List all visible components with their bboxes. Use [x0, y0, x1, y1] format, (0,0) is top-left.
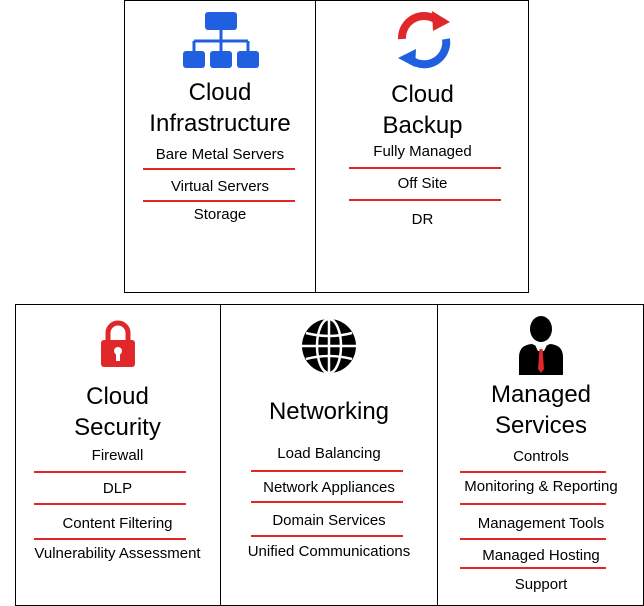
title-line: Cloud	[188, 79, 252, 106]
title-line: Networking	[268, 398, 390, 425]
list-item: DR	[411, 211, 434, 228]
top-services-panel: Cloud Infrastructure Bare Metal Servers …	[124, 0, 529, 293]
separator-line	[460, 538, 606, 540]
separator-line	[34, 503, 186, 505]
list-item: Storage	[193, 206, 247, 223]
separator-line	[349, 199, 501, 201]
separator-line	[349, 167, 501, 169]
separator-line	[34, 471, 186, 473]
cloud-security-card: Cloud Security Firewall DLP Content Filt…	[16, 305, 219, 605]
separator-line	[460, 567, 606, 569]
list-item: Domain Services	[272, 512, 386, 529]
networking-card: Networking Load Balancing Network Applia…	[221, 305, 437, 605]
title-line: Security	[74, 414, 161, 441]
title-line: Managed	[490, 381, 592, 408]
list-item: Support	[514, 576, 568, 593]
cloud-infrastructure-card: Cloud Infrastructure Bare Metal Servers …	[125, 1, 315, 292]
separator-line	[251, 535, 403, 537]
card-title: Networking	[221, 396, 437, 427]
card-title: Cloud Backup	[316, 79, 529, 141]
card-title: Cloud Infrastructure	[125, 77, 315, 139]
column-divider	[315, 1, 316, 292]
separator-line	[143, 200, 295, 202]
title-line: Cloud	[391, 81, 454, 108]
cloud-backup-card: Cloud Backup Fully Managed Off Site DR	[316, 1, 529, 292]
globe-icon	[300, 317, 358, 375]
list-item: Content Filtering	[62, 515, 173, 532]
list-item: Management Tools	[477, 515, 605, 532]
separator-line	[251, 470, 403, 472]
sync-arrows-icon	[388, 9, 458, 69]
list-item: DLP	[102, 480, 133, 497]
list-item: Unified Communications	[247, 543, 411, 560]
list-item: Managed Hosting	[482, 547, 600, 564]
title-line: Services	[494, 412, 588, 439]
list-item: Fully Managed	[373, 143, 472, 160]
separator-line	[460, 503, 606, 505]
card-title: Cloud Security	[16, 381, 219, 443]
list-item: Virtual Servers	[170, 178, 270, 195]
column-divider	[220, 305, 221, 605]
list-item: Network Appliances	[263, 479, 395, 496]
managed-services-card: Managed Services Controls Monitoring & R…	[438, 305, 644, 605]
title-line: Backup	[382, 112, 463, 139]
list-item: Controls	[513, 448, 569, 465]
separator-line	[460, 471, 606, 473]
list-item: Firewall	[91, 447, 144, 464]
network-hierarchy-icon	[180, 11, 260, 71]
list-item: Load Balancing	[277, 445, 381, 462]
list-item: Monitoring & Reporting	[464, 478, 618, 495]
list-item: Off Site	[397, 175, 448, 192]
bottom-services-panel: Cloud Security Firewall DLP Content Filt…	[15, 304, 644, 606]
card-title: Managed Services	[438, 379, 644, 441]
title-line: Cloud	[86, 383, 149, 410]
list-item: Bare Metal Servers	[155, 146, 285, 163]
separator-line	[143, 168, 295, 170]
businessman-icon	[516, 315, 566, 375]
padlock-icon	[98, 319, 138, 369]
title-line: Infrastructure	[149, 110, 291, 137]
separator-line	[34, 538, 186, 540]
list-item: Vulnerability Assessment	[34, 545, 201, 562]
separator-line	[251, 501, 403, 503]
column-divider	[437, 305, 438, 605]
